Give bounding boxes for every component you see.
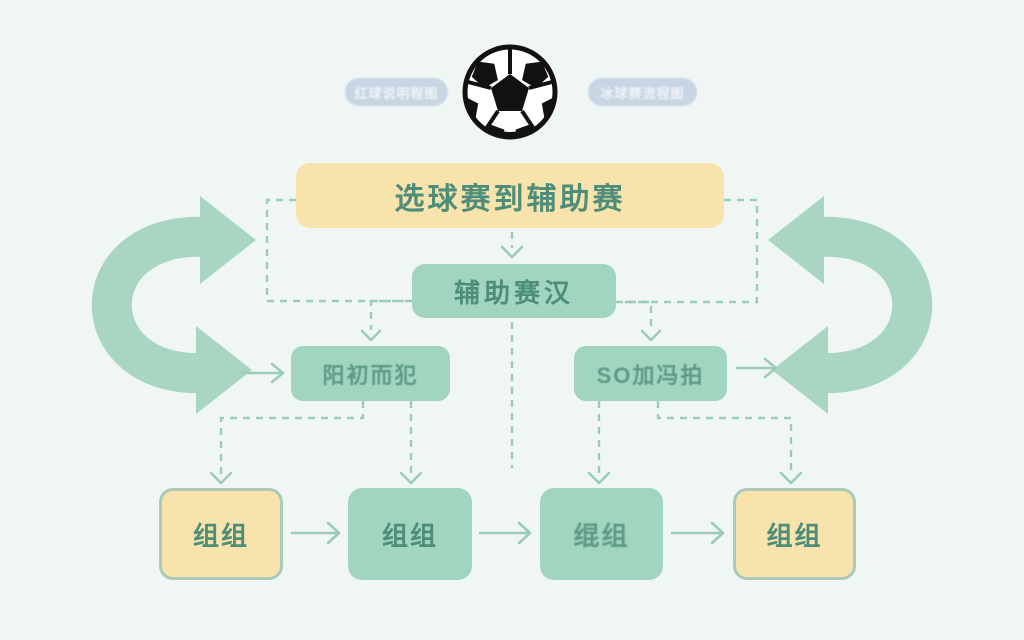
group-3-label: 绲组 <box>573 520 630 551</box>
hub-node: 辅助赛汉 <box>412 264 616 318</box>
group-2-label: 组组 <box>381 520 438 551</box>
branch-right-label: SO加冯拍 <box>596 362 705 388</box>
group-1-label: 组组 <box>192 520 249 551</box>
branch-left-label: 阳初而犯 <box>322 362 419 388</box>
soccer-ball-icon <box>462 44 558 140</box>
loop-arrow-right <box>768 196 933 414</box>
arrowhead-hub-to-right-branch <box>640 329 662 342</box>
tag-left: 红球说明程图 <box>345 78 448 106</box>
connector-left-elbow <box>265 198 408 303</box>
arrowhead-group3 <box>587 471 611 485</box>
group-node-2: 组组 <box>348 488 472 580</box>
hub-label: 辅助赛汉 <box>453 277 574 308</box>
title-label: 选球赛到辅助赛 <box>394 182 626 216</box>
arrow-into-left-branch <box>240 362 285 384</box>
group-4-label: 组组 <box>766 520 823 551</box>
arrowhead-group4 <box>779 471 803 485</box>
group-node-3: 绲组 <box>540 488 663 580</box>
arrowhead-group1 <box>209 471 233 485</box>
title-node: 选球赛到辅助赛 <box>296 163 724 228</box>
group-node-4: 组组 <box>733 488 856 580</box>
tag-left-label: 红球说明程图 <box>354 85 439 101</box>
tag-right: 冰球赛流程图 <box>588 78 697 106</box>
tag-right-label: 冰球赛流程图 <box>600 85 685 101</box>
arrow-group2-to-group3 <box>478 521 532 545</box>
arrow-group3-to-group4 <box>670 521 725 545</box>
arrowhead-hub-to-left-branch <box>360 329 382 342</box>
connector-hub-to-left-branch <box>369 299 412 330</box>
connector-leftbranch-to-group1 <box>219 401 365 474</box>
arrow-out-right-branch <box>735 357 778 379</box>
arrowhead-title-to-hub <box>500 245 524 259</box>
connector-hub-to-right-branch <box>616 300 653 330</box>
branch-left-node: 阳初而犯 <box>291 346 450 401</box>
loop-arrow-left <box>91 196 256 414</box>
connector-rightbranch-to-group4 <box>656 401 793 474</box>
arrowhead-group2 <box>399 471 423 485</box>
branch-right-node: SO加冯拍 <box>574 346 727 401</box>
connector-right-elbow <box>620 198 759 304</box>
group-node-1: 组组 <box>159 488 283 580</box>
arrow-group1-to-group2 <box>290 521 341 545</box>
